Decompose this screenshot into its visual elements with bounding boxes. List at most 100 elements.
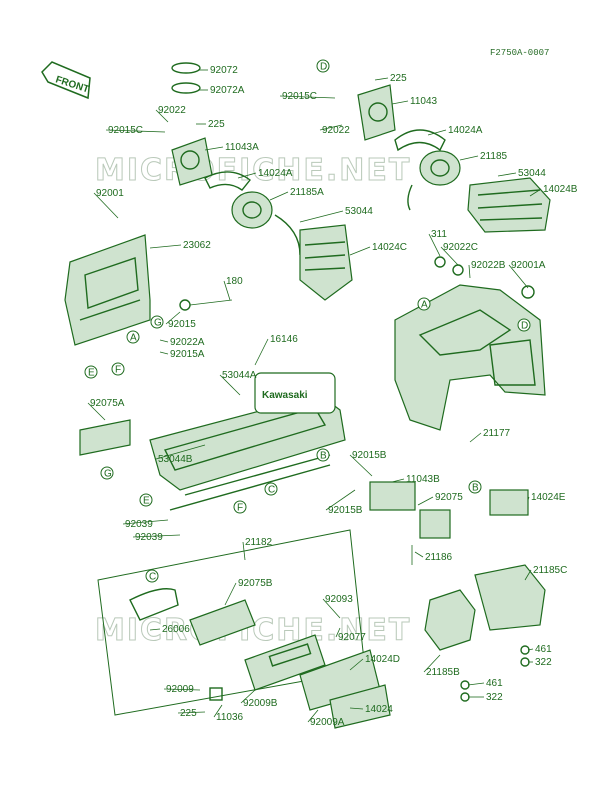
leader-line <box>155 109 169 123</box>
leader-line <box>325 489 356 511</box>
radio-box-21182 <box>97 529 391 729</box>
leader-line <box>428 233 441 257</box>
glovebox-lid-16146: Kawasaki <box>149 372 346 511</box>
leader-line <box>414 551 424 558</box>
part-callout: 16146 <box>270 334 298 345</box>
part-callout: 92075B <box>238 578 273 589</box>
reference-circle <box>139 493 153 507</box>
leader-line <box>527 496 530 501</box>
leader-line <box>349 246 371 256</box>
reference-letter: F <box>115 365 121 376</box>
reference-circle <box>145 569 159 583</box>
leader-line <box>159 339 169 343</box>
leader-line <box>165 311 181 325</box>
part-callout: 14024A <box>448 125 483 136</box>
leader-line <box>307 709 319 723</box>
kawasaki-logo <box>254 372 336 414</box>
leader-line <box>524 569 532 581</box>
leader-line <box>467 682 485 686</box>
leader-line <box>349 707 364 710</box>
reference-letter: D <box>521 321 528 332</box>
leader-line <box>349 454 373 477</box>
sheet-92075a <box>79 419 131 456</box>
part-callout: 14024C <box>372 242 407 253</box>
part-callout: 92039 <box>125 519 153 530</box>
leader-line <box>374 77 389 81</box>
leader-line <box>159 351 169 355</box>
part-callout: 53044 <box>518 168 546 179</box>
reference-letter: C <box>149 572 156 583</box>
inner-fairing-assembly <box>394 256 546 431</box>
leader-line <box>319 124 343 131</box>
reference-letter: E <box>88 368 95 379</box>
part-callout: 14024D <box>365 654 400 665</box>
reference-letter: G <box>154 318 162 329</box>
part-callout: 180 <box>226 276 243 287</box>
part-callout: 21185A <box>290 187 324 198</box>
part-callout: 322 <box>486 692 503 703</box>
part-callout: 92009A <box>310 717 345 728</box>
reference-letter: B <box>472 483 479 494</box>
part-callout: 92075A <box>90 398 125 409</box>
part-callout: 92022 <box>158 105 186 116</box>
part-callout: 21186 <box>425 552 453 563</box>
part-callout: 21185C <box>533 565 567 576</box>
leader-line <box>279 95 336 99</box>
part-callout: 92022C <box>443 242 478 253</box>
callout-layer: 9207292072A9202292015C22511043A14024A211… <box>87 65 578 728</box>
front-arrow-icon: FRONT <box>41 61 91 100</box>
leader-line <box>240 689 256 704</box>
reference-circle <box>233 500 247 514</box>
reference-circle <box>84 365 98 379</box>
part-callout: 92022 <box>322 125 350 136</box>
leader-line <box>132 534 181 538</box>
reference-letter: G <box>104 469 112 480</box>
switch-housing-assembly <box>369 481 529 565</box>
leader-line <box>155 444 206 460</box>
leader-line <box>527 648 534 651</box>
reference-letter: C <box>268 485 275 496</box>
leader-line <box>163 688 201 691</box>
reference-letter: A <box>130 333 137 344</box>
leader-line <box>219 374 241 396</box>
part-callout: 225 <box>390 73 407 84</box>
leader-line <box>468 264 471 279</box>
leader-line <box>242 541 246 561</box>
part-callout: 311 <box>431 229 447 240</box>
leader-line <box>105 129 166 133</box>
leader-line <box>149 244 182 249</box>
part-callout: 92001A <box>511 260 546 271</box>
watermark-top: MICROFICHE.NET <box>95 153 411 188</box>
part-callout: 92001 <box>96 188 124 199</box>
reference-circle <box>111 362 125 376</box>
leader-line <box>423 654 441 673</box>
leader-line <box>149 628 161 631</box>
part-callout: 92039 <box>135 532 163 543</box>
leader-line <box>223 280 231 301</box>
right-speaker-assembly <box>357 84 551 233</box>
reference-circle <box>316 59 330 73</box>
front-panel-23062 <box>64 234 233 346</box>
part-callout: 11036 <box>216 712 244 723</box>
reference-circle <box>417 297 431 311</box>
leader-line <box>204 146 224 151</box>
part-callout: 14024 <box>365 704 393 715</box>
leader-line <box>213 704 223 718</box>
part-callout: 92022B <box>471 260 506 271</box>
part-callout: 92015 <box>168 319 196 330</box>
part-callout: 21185 <box>480 151 508 162</box>
leader-line <box>529 188 542 197</box>
part-callout: 92009 <box>166 684 194 695</box>
leader-line <box>237 172 257 179</box>
reference-letter: D <box>320 62 327 73</box>
part-callout: 21182 <box>245 537 273 548</box>
part-callout: 92077 <box>338 632 366 643</box>
part-callout: 14024E <box>531 492 566 503</box>
part-callout: 21185B <box>426 667 460 678</box>
leader-line <box>224 582 237 606</box>
reference-circle <box>316 448 330 462</box>
leader-line <box>469 432 482 443</box>
leader-line <box>391 478 405 483</box>
part-callout: 322 <box>535 657 552 668</box>
